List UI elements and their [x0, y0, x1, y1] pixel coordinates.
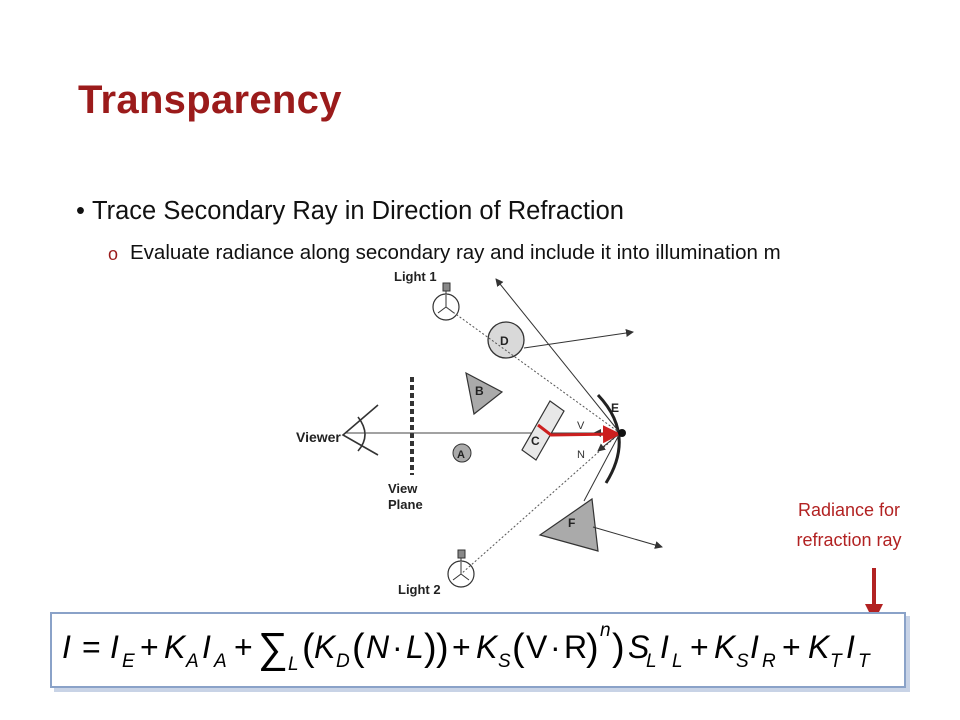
ray-to-light2 — [460, 432, 621, 575]
f-A-sub: A — [185, 651, 199, 672]
viewer-label: Viewer — [296, 429, 341, 445]
f-L-sub: L — [646, 651, 657, 672]
f-plus-2: + — [234, 629, 253, 665]
f-S-sub: S — [498, 651, 511, 672]
f-IL-sub: L — [672, 651, 683, 672]
object-e-label: E — [611, 401, 619, 415]
f-IT: I — [846, 629, 855, 665]
callout-line-2: refraction ray — [796, 530, 902, 550]
eye-icon — [341, 404, 379, 456]
f-KS2: K — [714, 629, 737, 665]
f-eq: = — [82, 629, 101, 665]
light2-label: Light 2 — [398, 582, 441, 597]
f-T2-sub: T — [858, 651, 871, 672]
object-f — [538, 497, 599, 552]
hit-point — [618, 429, 626, 437]
f-IE: I — [110, 629, 119, 665]
f-plus-3: + — [452, 629, 471, 665]
f-A-sub-2: A — [213, 651, 227, 672]
f-paren-2: ( — [352, 627, 365, 669]
vector-v-label: V — [577, 420, 585, 432]
reflected-ray-up — [495, 278, 621, 434]
refraction-ray-highlight — [537, 423, 621, 444]
object-a-label: A — [457, 449, 465, 461]
illumination-formula: I = I E + K A I A + ∑ L ( K D ( N · L ) … — [62, 620, 871, 675]
f-E-sub: E — [122, 651, 135, 672]
slide-title: Transparency — [78, 78, 342, 122]
bullet-text: Trace Secondary Ray in Direction of Refr… — [92, 197, 624, 225]
f-I: I — [62, 629, 71, 665]
ray-tracing-diagram: Light 1 Light 2 Viewer View Plane D B A … — [288, 265, 668, 605]
f-paren-7: ) — [612, 627, 625, 669]
subbullet-text: Evaluate radiance along secondary ray an… — [130, 241, 781, 264]
bullet-dot: • — [76, 197, 85, 225]
f-D-sub: D — [336, 651, 350, 672]
bullet-item: •Trace Secondary Ray in Direction of Ref… — [76, 197, 624, 226]
object-f-label: F — [568, 516, 575, 530]
ray-d-out — [523, 329, 634, 349]
subbullet-marker: o — [108, 244, 119, 264]
f-R: R — [564, 629, 587, 665]
f-paren-4: ) — [436, 627, 449, 669]
object-b — [465, 371, 504, 416]
callout-line-1: Radiance for — [797, 500, 901, 520]
object-b-label: B — [475, 384, 484, 398]
object-a — [452, 443, 472, 463]
f-paren-6: ) — [586, 627, 599, 669]
f-KD: K — [314, 629, 337, 665]
formula-box — [50, 612, 906, 688]
view-plane-label-1: View — [388, 481, 418, 496]
ray-f-out — [592, 526, 663, 549]
f-plus-1: + — [140, 629, 159, 665]
vector-n-label: N — [577, 449, 585, 461]
f-n-sup: n — [600, 620, 611, 641]
object-d-label: D — [500, 334, 509, 348]
f-paren-1: ( — [302, 627, 315, 669]
f-SL: S — [628, 629, 649, 665]
f-dot-2: · — [550, 629, 561, 665]
f-KA: K — [164, 629, 187, 665]
f-L: L — [406, 629, 424, 665]
f-R-sub: R — [762, 651, 776, 672]
f-paren-5: ( — [512, 627, 525, 669]
refraction-callout: Radiance for refraction ray — [764, 495, 934, 555]
f-dot-1: · — [392, 629, 403, 665]
f-sum-sub: L — [288, 654, 299, 675]
f-IR: I — [750, 629, 759, 665]
f-paren-3: ) — [424, 627, 437, 669]
subbullet-item: o Evaluate radiance along secondary ray … — [108, 237, 828, 268]
object-d — [487, 321, 525, 359]
ray-to-f — [583, 432, 621, 502]
f-KT: K — [808, 629, 831, 665]
f-plus-4: + — [690, 629, 709, 665]
f-IA: I — [202, 629, 211, 665]
f-IL: I — [660, 629, 669, 665]
light1-icon — [432, 282, 460, 321]
f-S2-sub: S — [736, 651, 749, 672]
f-plus-5: + — [782, 629, 801, 665]
view-plane-label-2: Plane — [388, 497, 423, 512]
f-KS: K — [476, 629, 499, 665]
f-V: V — [526, 629, 548, 665]
light1-label: Light 1 — [394, 269, 437, 284]
f-sum: ∑ — [258, 624, 288, 671]
object-c-label: C — [531, 434, 540, 448]
f-N: N — [366, 629, 390, 665]
f-T-sub: T — [830, 651, 843, 672]
